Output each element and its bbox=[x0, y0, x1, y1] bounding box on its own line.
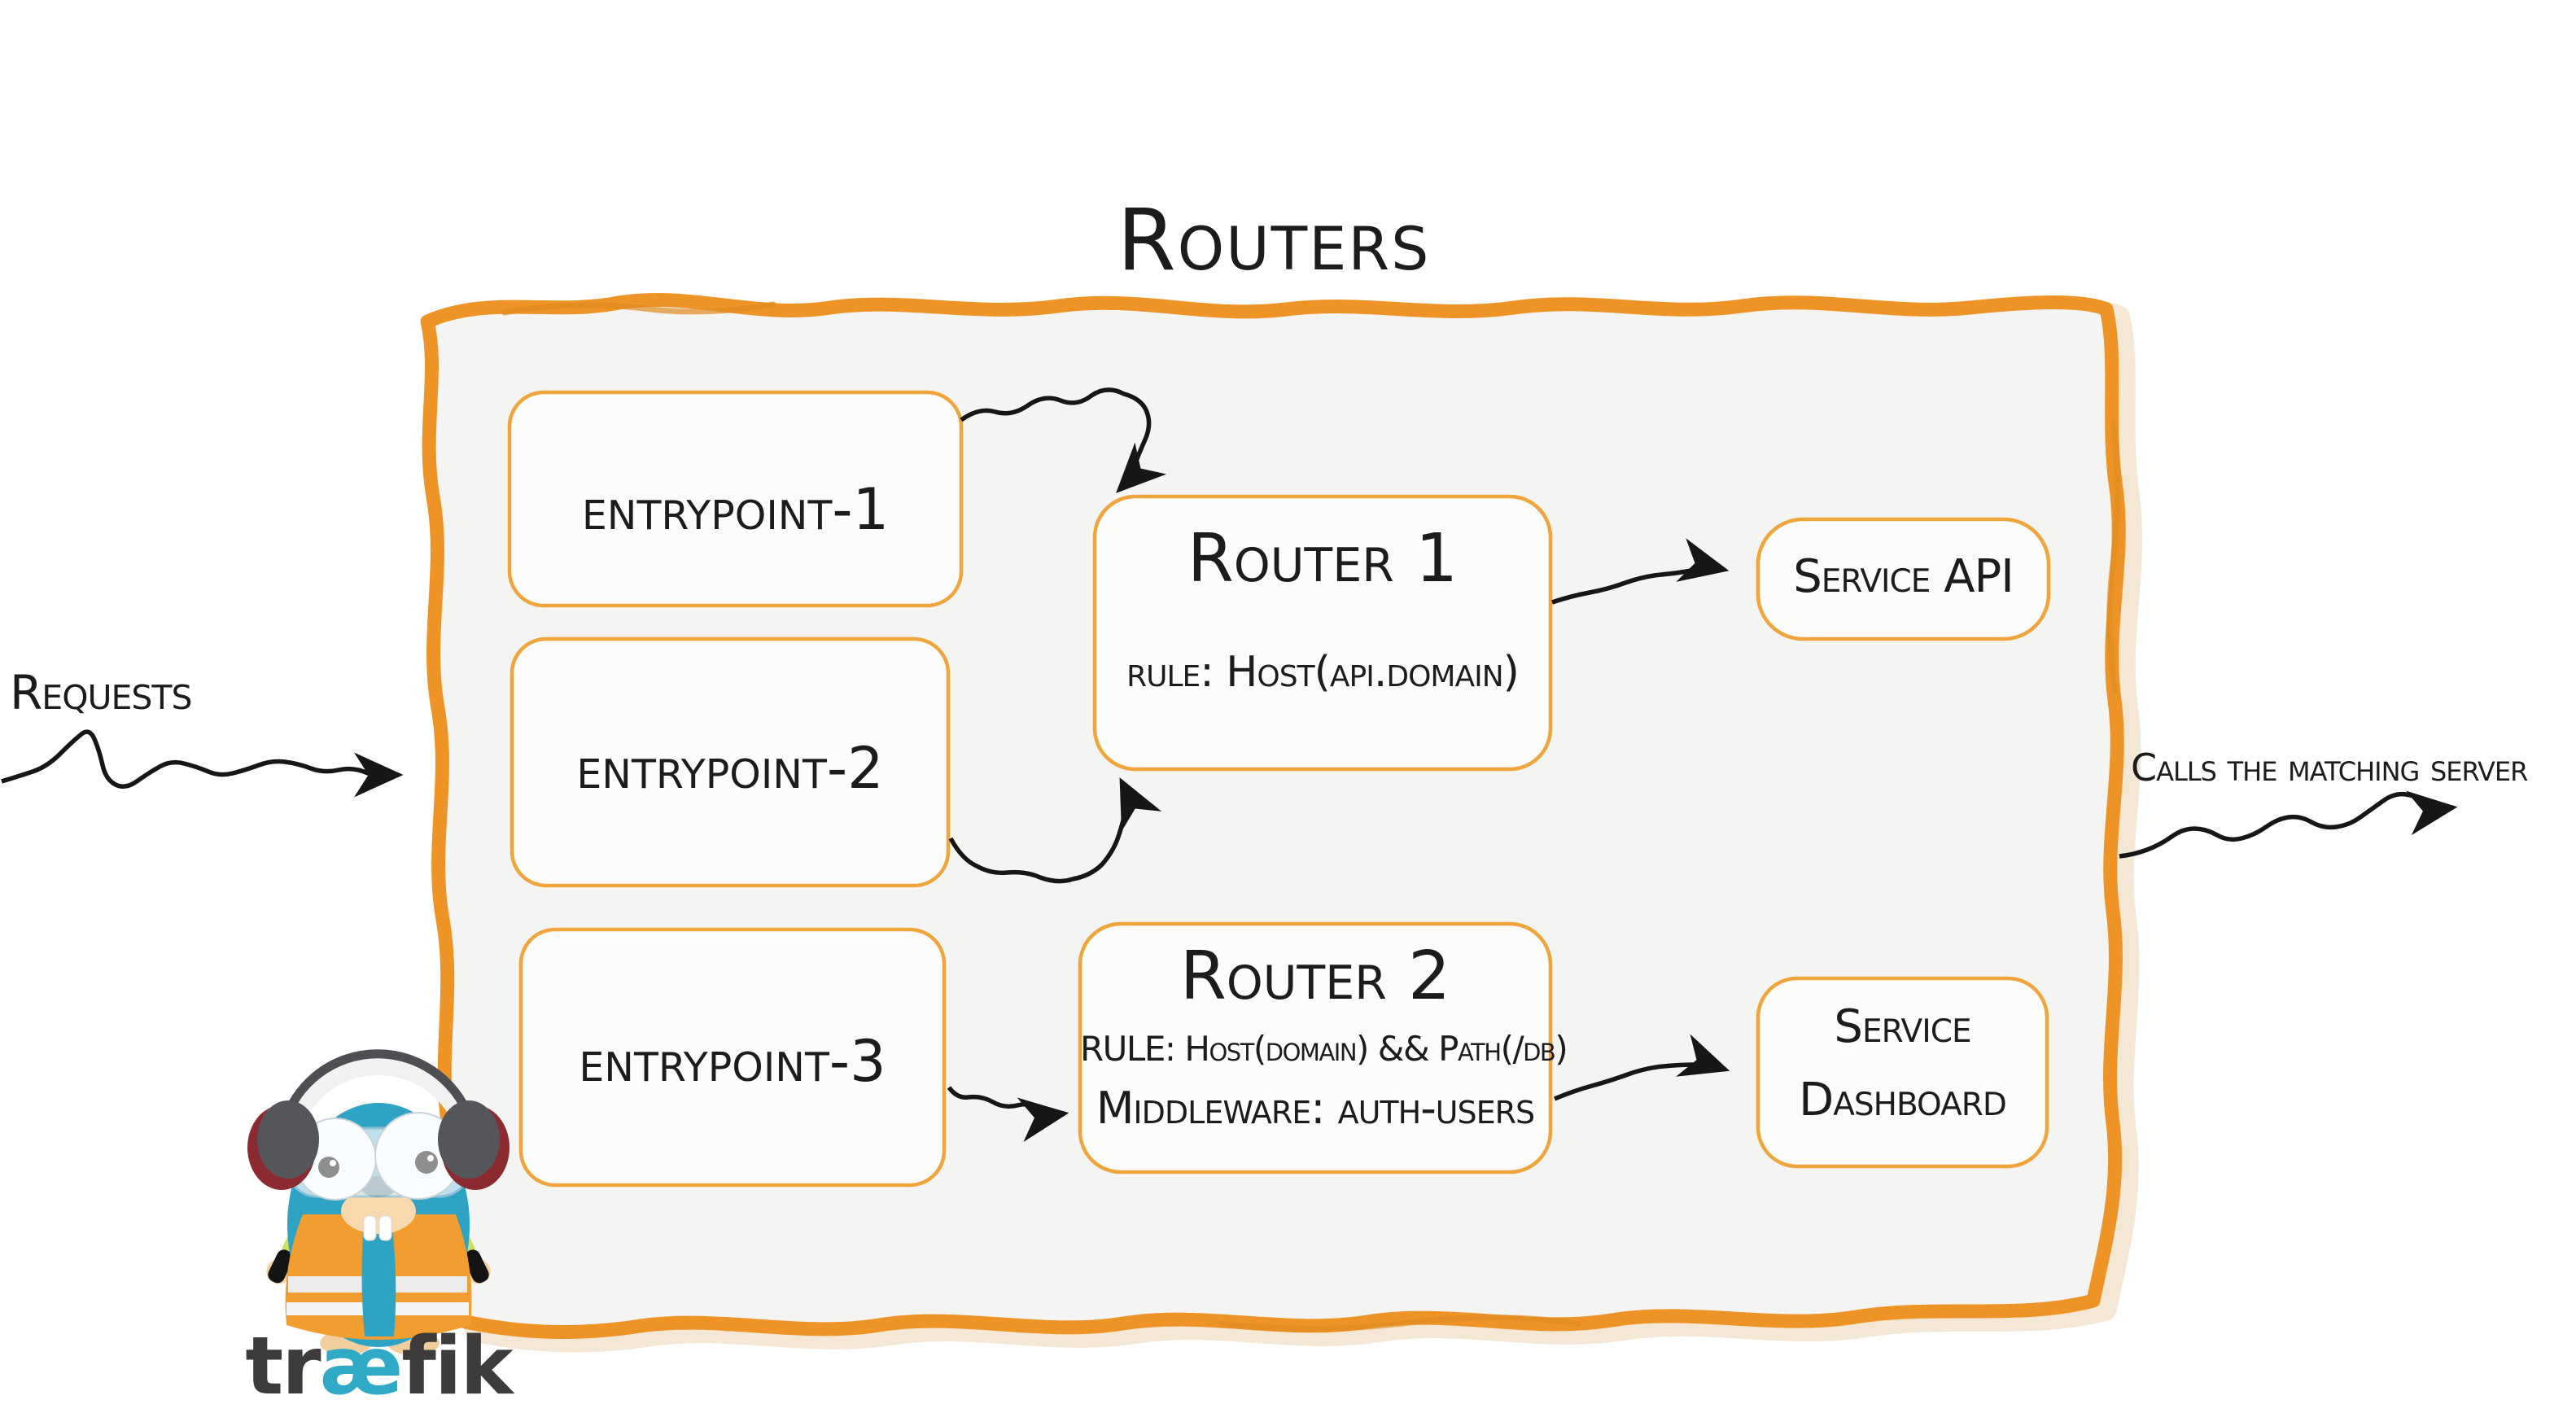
traefik-mascot bbox=[247, 1049, 510, 1355]
router-2-box bbox=[1078, 921, 1553, 1175]
requests-arrow bbox=[1, 729, 404, 798]
brush-accent-right bbox=[2106, 420, 2121, 695]
traefik-wordmark: træfik bbox=[216, 1320, 541, 1413]
arrow-entrypoint3-router2 bbox=[947, 1086, 1069, 1142]
arrow-router1-serviceapi bbox=[1551, 538, 1730, 605]
wordmark-ligature: æ bbox=[319, 1320, 404, 1413]
entrypoint-3-box bbox=[518, 927, 947, 1188]
gopher-pupil-left bbox=[318, 1157, 339, 1178]
earmuff-right bbox=[438, 1100, 500, 1179]
entrypoint-2-box bbox=[510, 637, 951, 888]
gopher-muzzle bbox=[341, 1188, 416, 1234]
router-2-rule: RULE: Host(domain) && Path(/db) bbox=[1080, 1029, 1568, 1069]
router-1-rule: rule: Host(api.domain) bbox=[1126, 648, 1520, 697]
vest-opening bbox=[361, 1214, 396, 1336]
service-dashboard-label: Service Dashboard bbox=[1758, 991, 2047, 1137]
entrypoint-1-label: entrypoint-1 bbox=[581, 476, 890, 543]
entrypoint-2-label: entrypoint-2 bbox=[576, 735, 884, 802]
pupil-glint-left bbox=[330, 1160, 336, 1166]
gopher-tooth-left bbox=[363, 1215, 377, 1241]
brush-accent-bottom bbox=[1218, 1314, 1582, 1332]
service-dashboard-line1: Service bbox=[1834, 1000, 1971, 1053]
service-api-box bbox=[1756, 517, 2051, 641]
arrow-entrypoint1-router1 bbox=[960, 387, 1167, 493]
entrypoint-3-label: entrypoint-3 bbox=[579, 1028, 886, 1095]
calls-matching-server-label: Calls the matching server bbox=[2131, 746, 2528, 790]
entrypoint-1-box bbox=[507, 390, 964, 608]
gopher-pupil-right bbox=[415, 1151, 438, 1174]
router-1-title: Router 1 bbox=[1187, 520, 1459, 597]
headphone-band bbox=[278, 1049, 477, 1131]
wordmark-prefix: tr bbox=[245, 1320, 321, 1413]
router-2-title: Router 2 bbox=[1179, 938, 1451, 1015]
brush-accent-top bbox=[501, 301, 776, 316]
arrow-entrypoint2-router1 bbox=[948, 777, 1162, 884]
arrow-router2-servicedashboard bbox=[1553, 1034, 1730, 1101]
requests-label: Requests bbox=[10, 665, 193, 720]
gopher-tooth-right bbox=[378, 1215, 392, 1241]
earmuff-left bbox=[257, 1100, 319, 1179]
wordmark-suffix: fik bbox=[401, 1320, 513, 1413]
service-api-label: Service API bbox=[1793, 550, 2014, 603]
router-1-box bbox=[1092, 494, 1553, 772]
diagram-title: Routers bbox=[1117, 190, 1431, 290]
headphone-cushion bbox=[278, 1054, 479, 1140]
calls-matching-server-arrow bbox=[2119, 790, 2458, 859]
service-dashboard-line2: Dashboard bbox=[1799, 1074, 2007, 1126]
pupil-glint-right bbox=[427, 1155, 434, 1161]
service-dashboard-box bbox=[1756, 976, 2049, 1169]
router-2-middleware: Middleware: auth-users bbox=[1096, 1083, 1535, 1134]
